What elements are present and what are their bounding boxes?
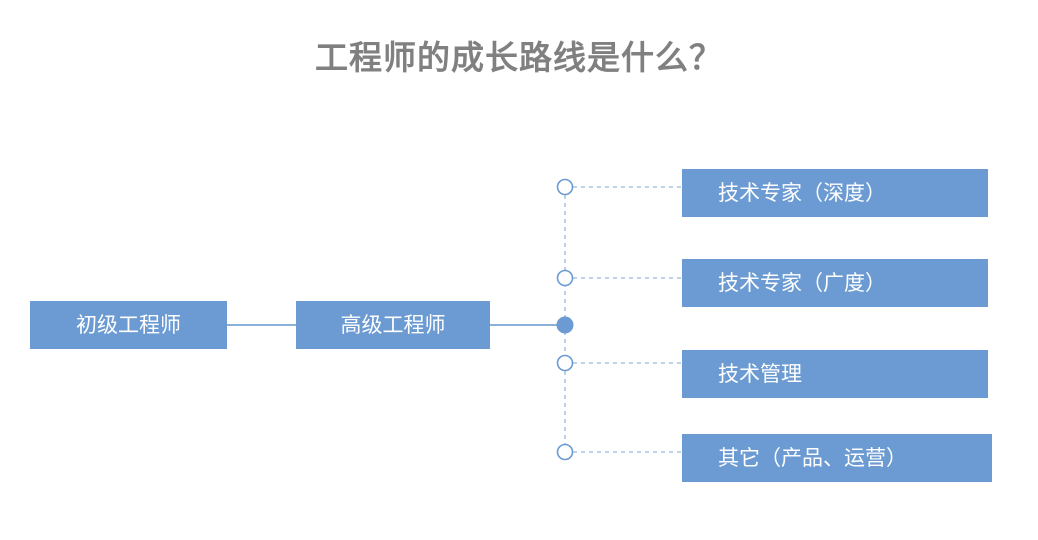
hollow-circle-icon-branch-2 xyxy=(556,269,574,287)
stage-box-senior[interactable]: 高级工程师 xyxy=(296,301,490,349)
page-title: 工程师的成长路线是什么？ xyxy=(315,38,723,77)
branch-box-tech-management[interactable]: 技术管理 xyxy=(682,350,988,398)
stage-label-junior: 初级工程师 xyxy=(76,313,181,337)
branch-box-other-product-operations[interactable]: 其它（产品、运营） xyxy=(682,434,992,482)
branch-label-other-product-operations: 其它（产品、运营） xyxy=(718,446,907,470)
branch-label-tech-expert-depth: 技术专家（深度） xyxy=(718,181,886,205)
hollow-circle-icon-branch-4 xyxy=(556,443,574,461)
branch-label-tech-management: 技术管理 xyxy=(718,362,802,386)
branch-box-tech-expert-depth[interactable]: 技术专家（深度） xyxy=(682,169,988,217)
stage-label-senior: 高级工程师 xyxy=(340,313,446,337)
filled-circle-icon-junction xyxy=(556,316,574,334)
branch-label-tech-expert-breadth: 技术专家（广度） xyxy=(718,271,886,295)
hollow-circle-icon-branch-1 xyxy=(556,178,574,196)
branch-box-tech-expert-breadth[interactable]: 技术专家（广度） xyxy=(682,259,988,307)
stage-box-junior[interactable]: 初级工程师 xyxy=(30,301,227,349)
hollow-circle-icon-branch-3 xyxy=(556,354,574,372)
